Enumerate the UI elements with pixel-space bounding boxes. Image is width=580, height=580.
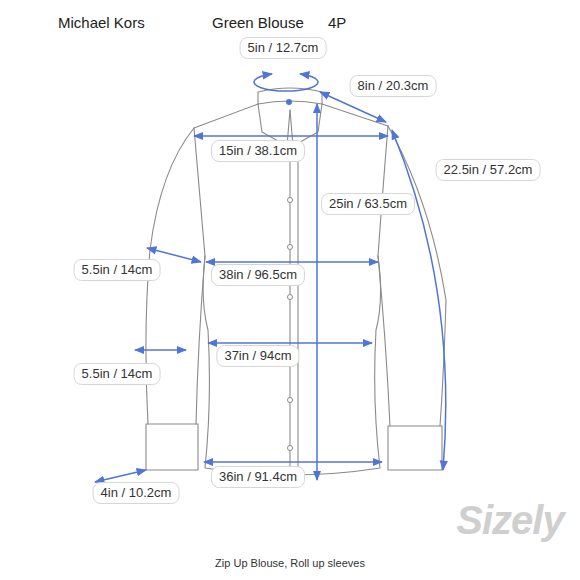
dimension-label: 22.5in / 57.2cm <box>436 159 541 181</box>
title-part: Green Blouse <box>212 14 304 31</box>
dimension-label: 25in / 63.5cm <box>321 193 415 215</box>
dimension-label: 8in / 20.3cm <box>350 75 437 97</box>
dimension-label: 5in / 12.7cm <box>240 37 327 59</box>
buttons <box>288 198 293 451</box>
size-tag: 4P <box>328 14 346 31</box>
measure-point <box>286 99 292 105</box>
dimension-label: 4in / 10.2cm <box>93 482 180 504</box>
title: Michael Kors <box>58 14 145 31</box>
watermark: Sizely <box>456 498 563 543</box>
blouse-outline <box>146 88 446 476</box>
dimension-label: 36in / 91.4cm <box>211 466 305 488</box>
caption: Zip Up Blouse, Roll up sleeves <box>215 557 365 569</box>
dimension-label: 37in / 94cm <box>216 345 299 367</box>
dimension-label: 5.5in / 14cm <box>74 363 161 385</box>
dimension-label: 15in / 38.1cm <box>211 140 305 162</box>
dimension-label: 5.5in / 14cm <box>74 259 161 281</box>
dimension-label: 38in / 96.5cm <box>211 264 305 286</box>
